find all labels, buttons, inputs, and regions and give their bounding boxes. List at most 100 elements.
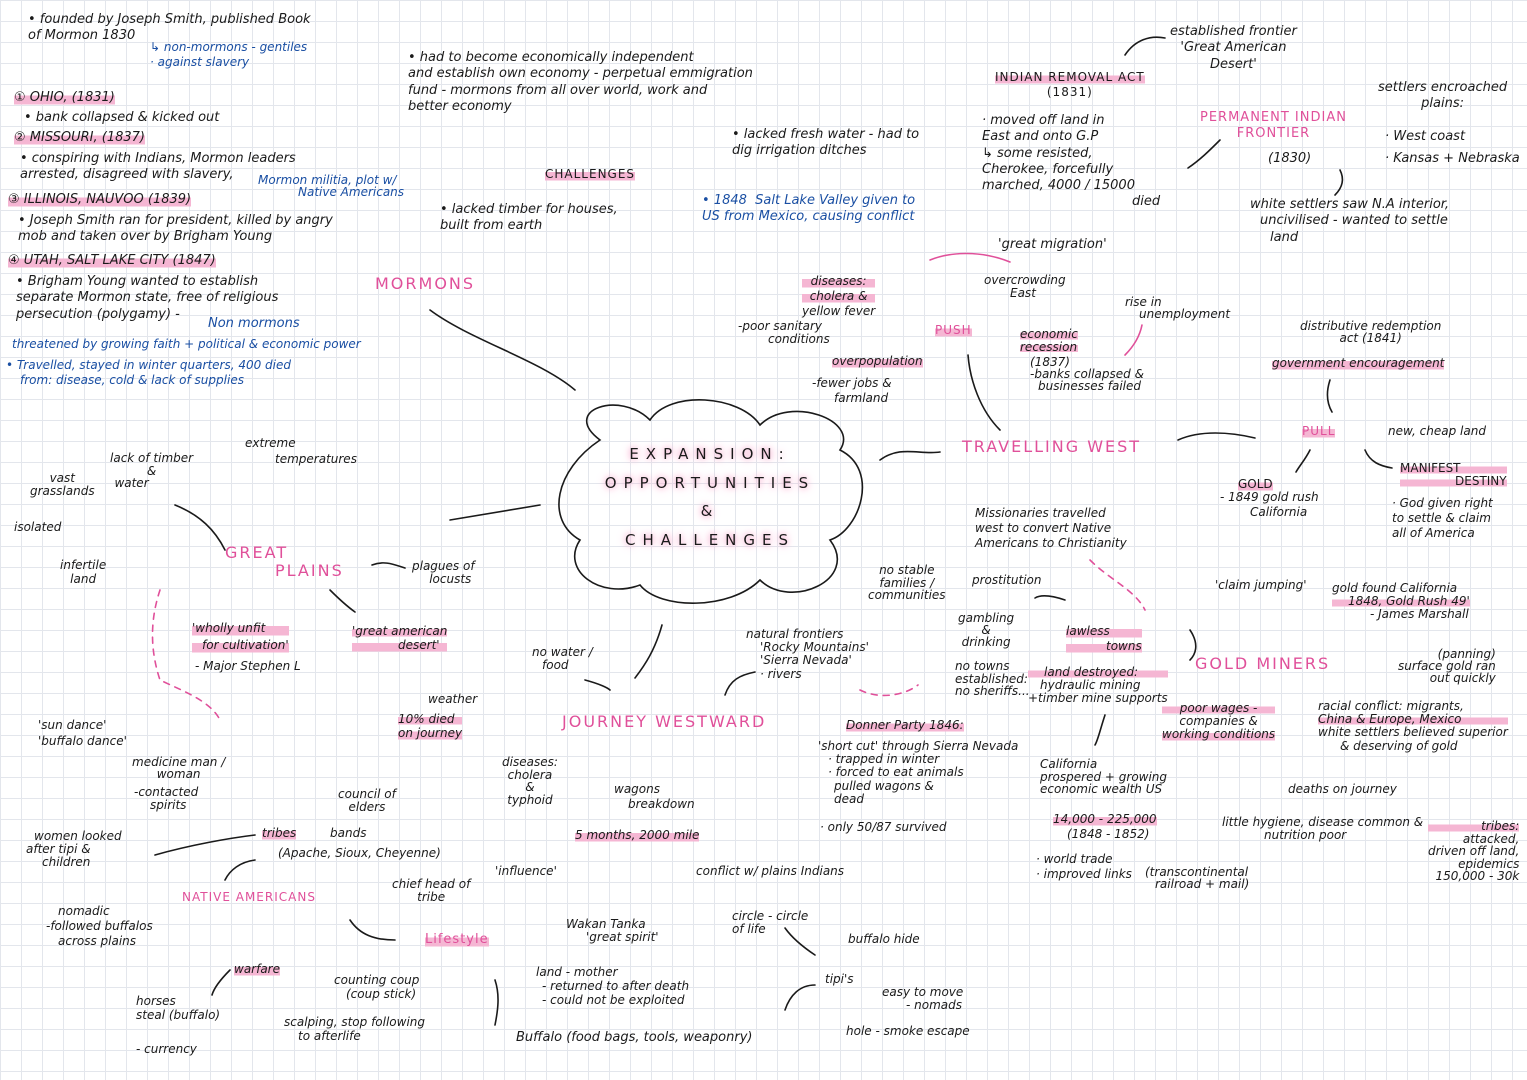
gold-miners-trade: · world trade· improved links [1036, 852, 1132, 882]
native-medicine: medicine man /woman [132, 756, 225, 780]
arrow-push [967, 354, 1001, 431]
note-line: 'Rocky Mountains' [760, 640, 869, 655]
note-line: died [1132, 194, 1161, 210]
note-line: +timber mine supports [1028, 691, 1168, 706]
note-line: natural frontiers [746, 627, 844, 641]
note-line: -followed buffalos [46, 919, 153, 933]
note-line: tribes: [1428, 820, 1520, 833]
note-line: -poor sanitary [738, 319, 823, 333]
note-line: • Joseph Smith ran for president, killed… [18, 213, 333, 228]
note-line: established frontier [1170, 24, 1297, 39]
native-warfare: warfare [234, 962, 280, 977]
push-heading: PUSH [935, 323, 972, 338]
note-line: overcrowding [984, 273, 1066, 287]
gold-miners-heading: GOLD MINERS [1195, 654, 1331, 673]
journey-heading: JOURNEY WESTWARD [562, 712, 767, 731]
arrow-to-mormons [429, 309, 576, 391]
note-line: breakdown [628, 797, 695, 811]
gold-miners-wages: poor wages -companies &working condition… [1162, 701, 1276, 742]
note-line: water [114, 476, 149, 491]
note-line: 'wholly unfit [192, 620, 289, 637]
great-plains-isolated: isolated [14, 520, 62, 534]
journey-diseases: diseases:cholera&typhoid [502, 756, 558, 806]
center-title-line: EXPANSION: [629, 445, 791, 463]
native-hole: hole - smoke escape [846, 1024, 970, 1038]
gold-miners-population: 14,000 - 225,000(1848 - 1852) [1053, 812, 1157, 842]
note-line: -contacted [134, 785, 199, 799]
note-line: recession [1020, 339, 1078, 354]
note-line: easy to move [882, 985, 964, 999]
note-line: MANIFEST [1400, 461, 1507, 476]
note-line: economic wealth US [1040, 782, 1163, 797]
note-line: children [42, 855, 91, 870]
native-americans-heading: NATIVE AMERICANS [182, 890, 316, 904]
note-line: grasslands [30, 484, 95, 499]
central-topic: EXPANSION: OPPORTUNITIES & CHALLENGES [560, 440, 860, 554]
note-line: no sheriffs... [955, 684, 1030, 699]
arrow-california [1094, 714, 1106, 746]
arrow-great-plains-desert [329, 589, 356, 613]
arrow-buffalo [494, 979, 499, 1026]
note-line: · world trade [1036, 852, 1113, 866]
note-line: white settlers believed superior [1318, 725, 1508, 740]
note-line: Wakan Tanka [566, 917, 646, 931]
note-line: ↳ some resisted, [982, 145, 1093, 161]
note-line: farmland [834, 391, 889, 405]
arrow-great-plains-locusts [371, 562, 406, 569]
note-line: (1837) [1030, 355, 1070, 369]
mormons-gentiles: ↳ non-mormons - gentiles· against slaver… [150, 40, 307, 70]
native-easy: easy to move- nomads [882, 985, 964, 1012]
note-line: railroad + mail) [1155, 877, 1250, 891]
note-line: typhoid [507, 792, 553, 807]
note-line: no stable [879, 563, 935, 577]
note-line: land destroyed: [1028, 665, 1168, 680]
note-line: across plains [58, 934, 137, 948]
note-line: (coup stick) [346, 986, 417, 1001]
arrow-lawless [1034, 595, 1066, 601]
note-line: land [70, 572, 97, 587]
note-line: on journey [398, 726, 463, 741]
gold-miners-hygiene: little hygiene, disease common &nutritio… [1222, 816, 1423, 841]
note-line: (transcontinental [1145, 865, 1249, 879]
native-buffalo-hide: buffalo hide [848, 932, 920, 946]
journey-conflict: conflict w/ plains Indians [696, 864, 845, 878]
note-line: settlers encroached [1378, 80, 1508, 95]
mormons-utah-blue: Non mormons [208, 316, 300, 331]
note-line: • founded by Joseph Smith, published Boo… [28, 12, 311, 27]
mormons-utah-threat: threatened by growing faith + political … [12, 337, 361, 351]
arrow-indian-removal [929, 252, 1011, 263]
note-line: land - mother [536, 965, 618, 979]
note-line: nutrition poor [1264, 827, 1347, 842]
travelling-west-heading: TRAVELLING WEST [962, 437, 1142, 456]
note-line: lack of timber [110, 451, 194, 465]
gold-miners-deaths: deaths on journey [1288, 782, 1397, 796]
push-recession-detail: (1837)-banks collapsed &businesses faile… [1030, 356, 1144, 392]
note-line: and establish own economy - perpetual em… [408, 66, 753, 82]
note-line: communities [868, 588, 946, 603]
mormons-militia: Mormon militia, plot w/Native Americans [258, 174, 404, 198]
note-line: working conditions [1162, 727, 1276, 742]
note-line: & [525, 780, 535, 795]
note-line: 10% died [398, 712, 463, 727]
note-line: companies & [1179, 714, 1258, 729]
mormons-economy: • had to become economically independent… [408, 50, 753, 115]
note-line: surface gold ran [1398, 659, 1496, 673]
gold-miners-tribes: tribes:attacked,driven off land,epidemic… [1428, 820, 1520, 884]
note-line: 150,000 - 30k [1435, 869, 1520, 884]
note-line: · God given right [1392, 496, 1493, 510]
